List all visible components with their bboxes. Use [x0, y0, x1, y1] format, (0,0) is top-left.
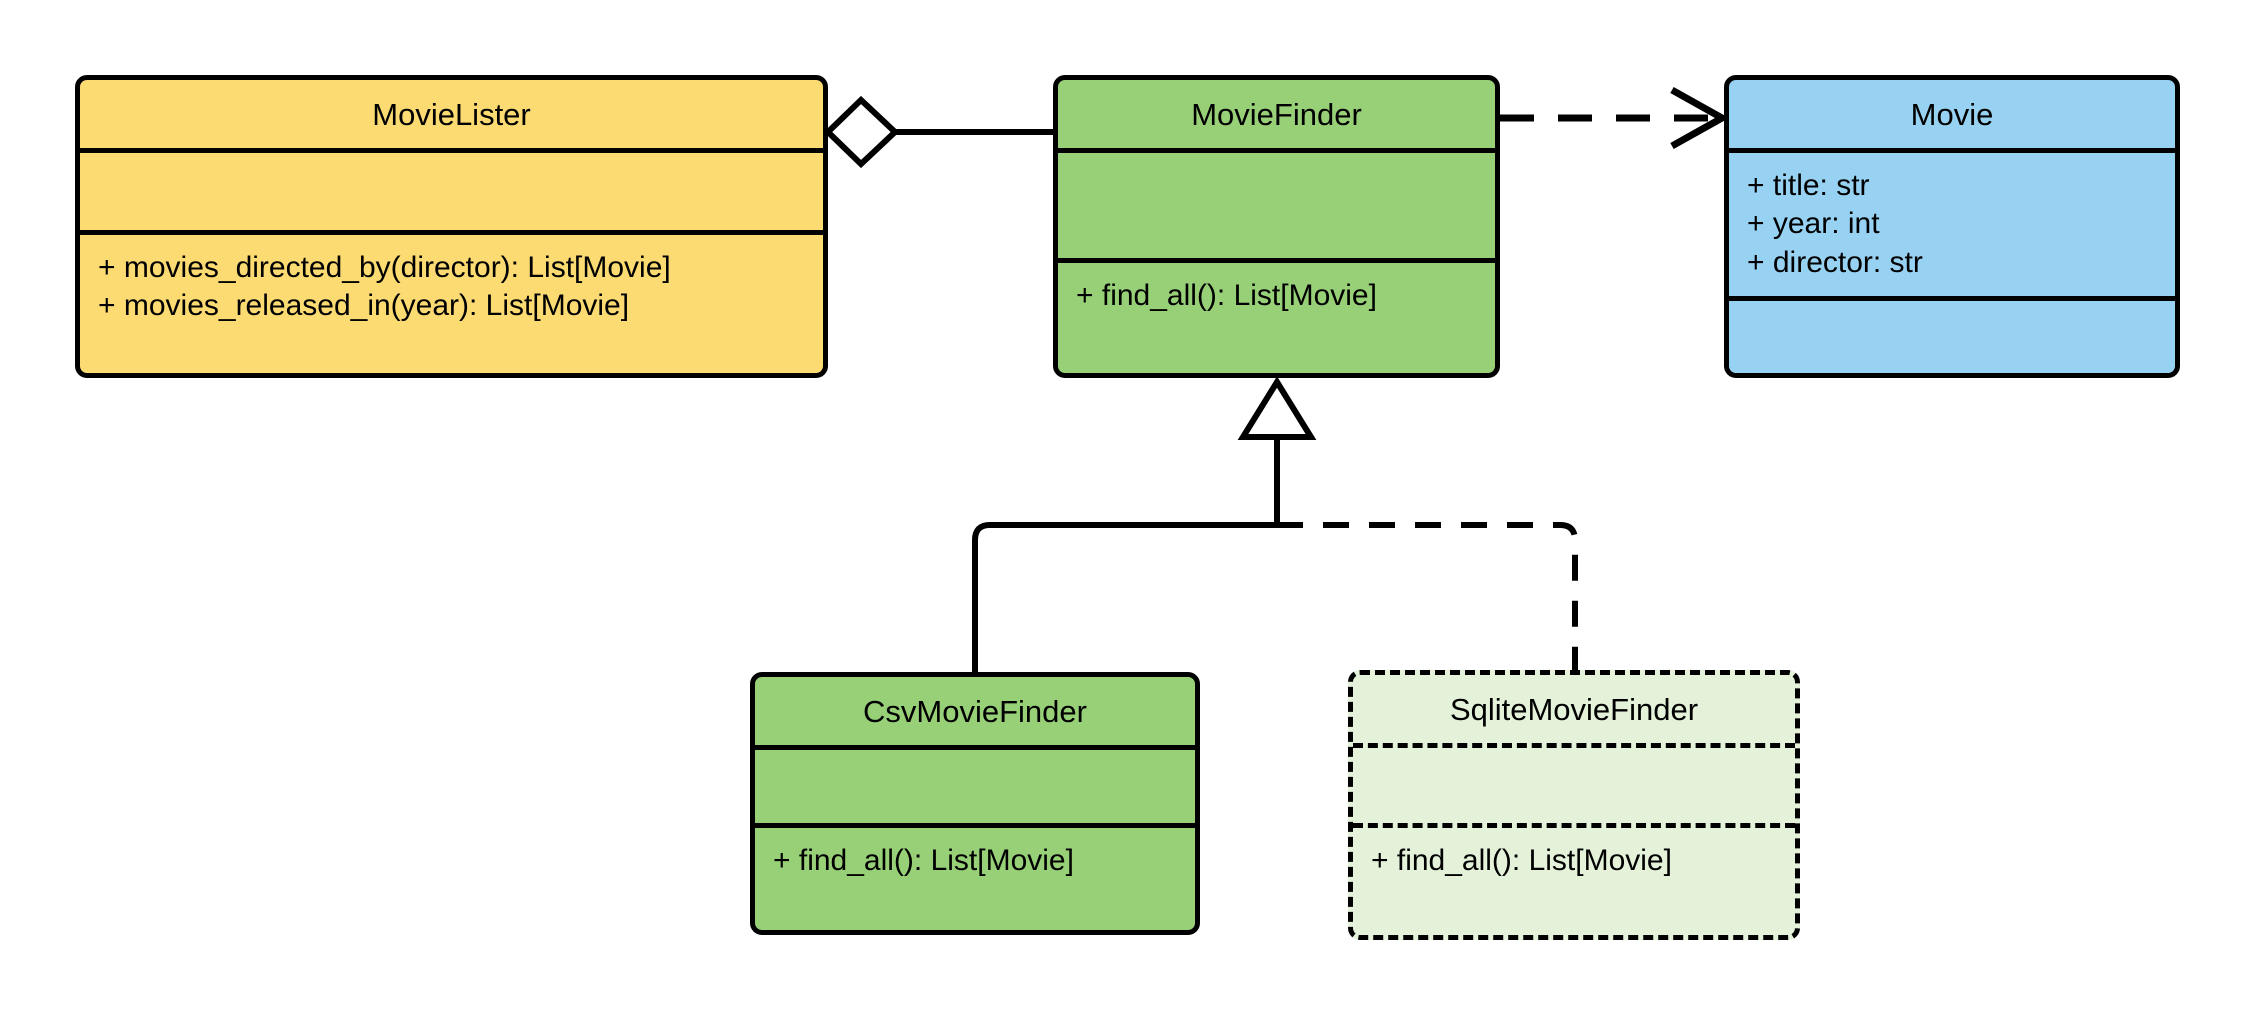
class-operations-sqlite-movie-finder: + find_all(): List[Movie] [1353, 828, 1795, 935]
class-attributes-csv-movie-finder [755, 750, 1195, 829]
class-name-movie-finder: MovieFinder [1058, 80, 1495, 154]
generalization-line-sqlite [1277, 522, 1578, 672]
class-name-movie-lister: MovieLister [80, 80, 823, 154]
class-box-movie[interactable]: Movie + title: str + year: int + directo… [1724, 75, 2180, 378]
operation-item: + find_all(): List[Movie] [1371, 844, 1672, 878]
attribute-item: + title: str [1747, 169, 1870, 203]
class-name-movie: Movie [1729, 80, 2175, 154]
attribute-item: + director: str [1747, 245, 1923, 279]
hollow-diamond-marker [823, 95, 900, 169]
operation-item: + find_all(): List[Movie] [1076, 279, 1377, 313]
operation-item: + find_all(): List[Movie] [773, 844, 1074, 878]
class-box-movie-finder[interactable]: MovieFinder + find_all(): List[Movie] [1053, 75, 1500, 378]
class-box-sqlite-movie-finder[interactable]: SqliteMovieFinder + find_all(): List[Mov… [1348, 670, 1800, 940]
class-attributes-movie-finder [1058, 153, 1495, 264]
class-operations-movie-finder: + find_all(): List[Movie] [1058, 263, 1495, 373]
class-box-csv-movie-finder[interactable]: CsvMovieFinder + find_all(): List[Movie] [750, 672, 1200, 935]
edge-aggregation-lister-finder[interactable] [823, 95, 1053, 169]
class-box-movie-lister[interactable]: MovieLister + movies_directed_by(directo… [75, 75, 828, 378]
open-arrow-marker [1670, 86, 1730, 150]
class-name-csv-movie-finder: CsvMovieFinder [755, 677, 1195, 751]
class-attributes-movie: + title: str + year: int + director: str [1729, 153, 2175, 302]
class-operations-movie-lister: + movies_directed_by(director): List[Mov… [80, 235, 823, 373]
class-operations-csv-movie-finder: + find_all(): List[Movie] [755, 828, 1195, 930]
edge-generalization-sqlite[interactable] [1277, 522, 1578, 672]
class-attributes-movie-lister [80, 153, 823, 236]
generalization-line-csv [972, 522, 1277, 672]
edge-generalization-csv[interactable] [972, 522, 1277, 672]
edge-generalization-trunk[interactable] [1237, 376, 1317, 525]
class-operations-movie [1729, 301, 2175, 373]
attribute-item: + year: int [1747, 207, 1880, 241]
operation-item: + movies_directed_by(director): List[Mov… [98, 251, 671, 285]
edge-dependency-finder-movie[interactable] [1500, 86, 1730, 150]
operation-item: + movies_released_in(year): List[Movie] [98, 289, 630, 323]
class-name-sqlite-movie-finder: SqliteMovieFinder [1353, 675, 1795, 749]
class-attributes-sqlite-movie-finder [1353, 748, 1795, 829]
hollow-triangle-marker [1237, 376, 1317, 440]
